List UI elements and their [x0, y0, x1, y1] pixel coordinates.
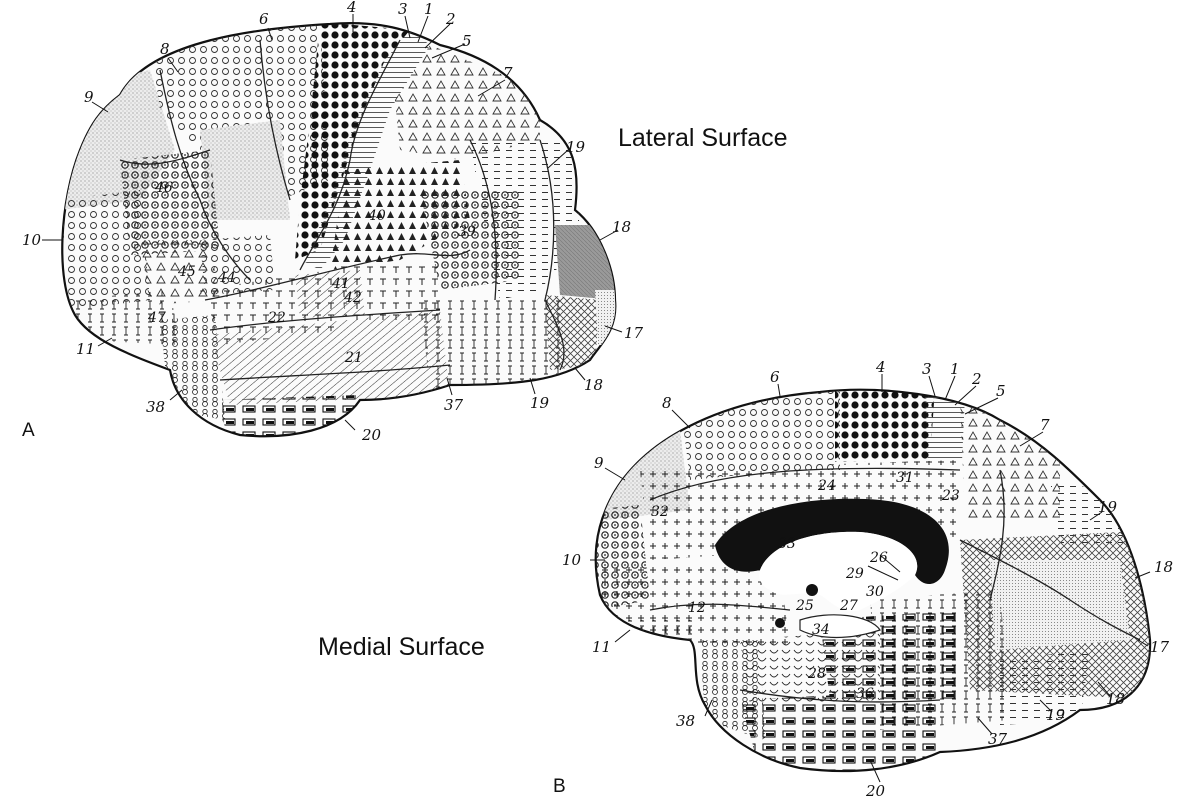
- medial-label-32: 32: [651, 504, 669, 520]
- anterior-commissure: [806, 584, 818, 596]
- lateral-label-44: 44: [217, 270, 236, 286]
- medial-surface-caption: Medial Surface: [318, 633, 485, 661]
- medial-label-11: 11: [592, 638, 611, 656]
- lateral-label-45: 45: [177, 264, 196, 280]
- medial-label-25: 25: [795, 598, 814, 614]
- lateral-label-41: 41: [331, 276, 350, 292]
- medial-label-10: 10: [562, 551, 582, 569]
- medial-label-19-top: 19: [1098, 498, 1118, 516]
- optic-chiasm: [775, 618, 785, 628]
- medial-label-17: 17: [1150, 638, 1170, 656]
- lateral-label-2: 2: [445, 10, 456, 28]
- panel-label-b: B: [553, 776, 566, 797]
- medial-label-2: 2: [971, 370, 982, 388]
- medial-label-33: 33: [778, 536, 796, 552]
- medial-label-30: 30: [866, 584, 884, 600]
- medial-label-36: 36: [856, 686, 874, 702]
- medial-label-28: 28: [807, 666, 826, 682]
- lateral-label-8: 8: [160, 40, 170, 58]
- medial-label-6: 6: [770, 368, 780, 386]
- lateral-label-37: 37: [444, 396, 464, 414]
- medial-label-20: 20: [865, 782, 886, 800]
- medial-area-labels: 4 3 1 2 5 6 8 7 9 24 31 23 19 32 33 26 1…: [562, 358, 1173, 800]
- medial-label-34: 34: [812, 622, 830, 638]
- medial-label-29: 29: [845, 566, 864, 582]
- lateral-label-38: 38: [146, 398, 165, 416]
- medial-label-31: 31: [896, 470, 914, 486]
- medial-label-1: 1: [950, 360, 960, 378]
- medial-label-27: 27: [839, 598, 858, 614]
- lateral-label-11: 11: [76, 340, 95, 358]
- medial-label-3: 3: [922, 360, 932, 378]
- lateral-label-17: 17: [624, 324, 644, 342]
- lateral-label-3: 3: [398, 0, 408, 18]
- lateral-label-5: 5: [462, 32, 472, 50]
- lateral-label-20: 20: [361, 426, 382, 444]
- lateral-area-labels: 4 3 1 2 5 6 8 7 9 19 46 40 39 10 18 45 4…: [22, 0, 644, 444]
- medial-label-19-bottom: 19: [1046, 706, 1066, 724]
- lateral-label-18-bottom: 18: [584, 376, 603, 394]
- lateral-label-46: 46: [154, 180, 173, 196]
- medial-label-23: 23: [941, 488, 960, 504]
- panel-label-a: A: [22, 420, 35, 441]
- medial-label-18-bottom: 18: [1106, 690, 1125, 708]
- lateral-brain: [61, 22, 617, 438]
- lateral-label-10: 10: [22, 231, 42, 249]
- lateral-leaders: [42, 14, 623, 431]
- medial-label-5: 5: [996, 382, 1006, 400]
- lateral-label-9: 9: [84, 88, 94, 106]
- lateral-label-18-top: 18: [612, 218, 631, 236]
- lateral-label-42: 42: [343, 290, 362, 306]
- lateral-label-22: 22: [267, 310, 286, 326]
- medial-label-8: 8: [662, 394, 672, 412]
- lateral-surface-caption: Lateral Surface: [618, 124, 788, 152]
- medial-label-9: 9: [594, 454, 604, 472]
- lateral-label-4: 4: [346, 0, 357, 16]
- medial-leaders: [590, 374, 1151, 783]
- medial-label-26: 26: [869, 550, 888, 566]
- lateral-label-6: 6: [259, 10, 269, 28]
- lateral-label-7: 7: [503, 64, 513, 82]
- medial-label-37: 37: [988, 730, 1008, 748]
- corpus-callosum: [715, 498, 949, 585]
- medial-label-18-top: 18: [1154, 558, 1173, 576]
- lateral-label-21: 21: [344, 350, 363, 366]
- lateral-label-47: 47: [147, 310, 166, 326]
- lateral-label-40: 40: [367, 208, 386, 224]
- lateral-label-19-top: 19: [566, 138, 586, 156]
- medial-label-24: 24: [817, 478, 836, 494]
- lateral-label-1: 1: [424, 0, 434, 18]
- lateral-ventricle: [759, 531, 918, 612]
- medial-label-4: 4: [875, 358, 886, 376]
- medial-label-7: 7: [1040, 416, 1050, 434]
- lateral-label-19-bottom: 19: [530, 394, 550, 412]
- lateral-label-39: 39: [458, 224, 476, 240]
- medial-label-38: 38: [676, 712, 695, 730]
- medial-label-12: 12: [688, 600, 706, 616]
